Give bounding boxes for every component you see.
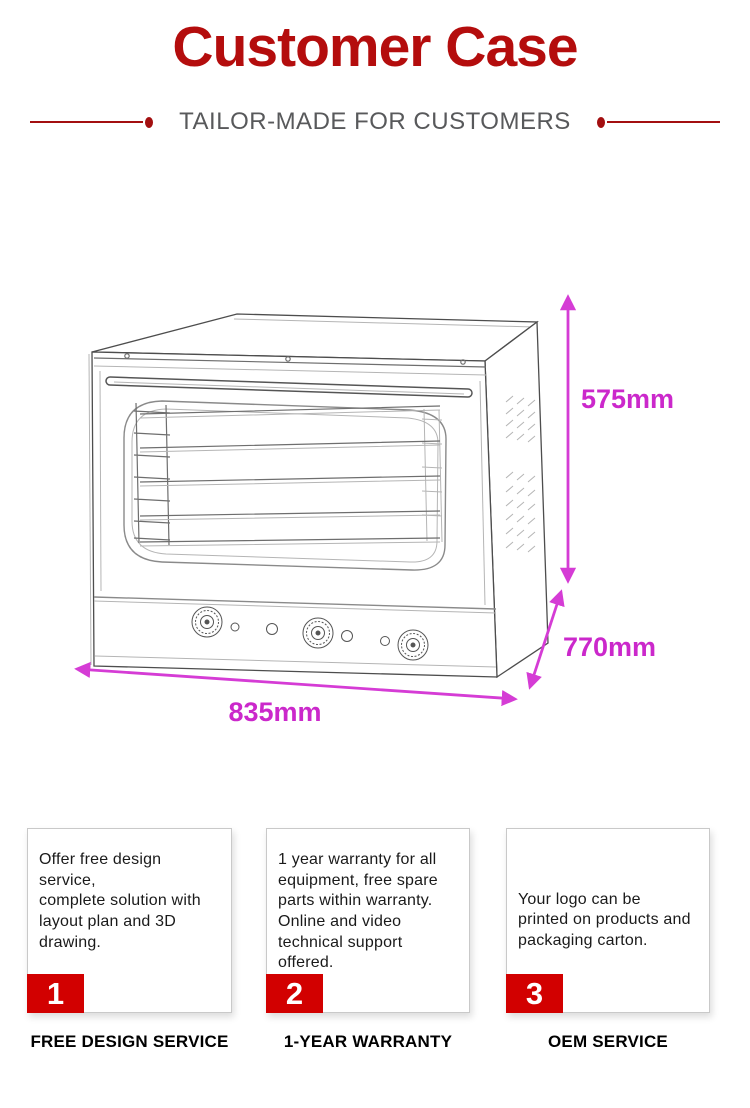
- depth-dimension-arrow: [526, 589, 565, 690]
- service-number-badge: 3: [506, 974, 563, 1013]
- right-accent-line: [606, 121, 720, 123]
- width-dimension-label: 835mm: [228, 697, 321, 727]
- dimension-annotations: 575mm 770mm 835mm: [74, 294, 674, 727]
- service-card-text: Offer free design service, complete solu…: [39, 851, 201, 951]
- service-card-oem: Your logo can be printed on products and…: [506, 828, 710, 1013]
- side-vents: [505, 395, 536, 553]
- oven-dimension-drawing: 575mm 770mm 835mm: [74, 294, 674, 727]
- service-number-badge: 2: [266, 974, 323, 1013]
- control-knobs: [191, 606, 429, 661]
- service-card-label: 1-YEAR WARRANTY: [283, 1032, 453, 1051]
- service-number-badge: 1: [27, 974, 84, 1013]
- height-dimension-label: 575mm: [581, 384, 674, 414]
- service-card-free-design: Offer free design service, complete solu…: [27, 828, 232, 1013]
- oven-handle: [105, 376, 473, 398]
- width-dimension-arrow: [74, 661, 518, 707]
- left-accent-line: [30, 121, 144, 123]
- service-card-text: 1 year warranty for all equipment, free …: [278, 851, 438, 972]
- service-card-text: Your logo can be printed on products and…: [518, 890, 691, 949]
- subtitle-row: TAILOR-MADE FOR CUSTOMERS: [0, 104, 750, 140]
- right-accent-dot-icon: [596, 116, 605, 128]
- oven-illustration: 575mm 770mm 835mm: [40, 275, 700, 745]
- service-card-label: FREE DESIGN SERVICE: [30, 1032, 229, 1051]
- service-card-label: OEM SERVICE: [548, 1032, 668, 1051]
- page-subtitle: TAILOR-MADE FOR CUSTOMERS: [179, 108, 571, 135]
- left-accent-dot-icon: [145, 116, 154, 128]
- service-card-warranty: 1 year warranty for all equipment, free …: [266, 828, 470, 1013]
- oven-body: [88, 313, 549, 679]
- page-title: Customer Case: [172, 15, 578, 79]
- depth-dimension-label: 770mm: [563, 632, 656, 662]
